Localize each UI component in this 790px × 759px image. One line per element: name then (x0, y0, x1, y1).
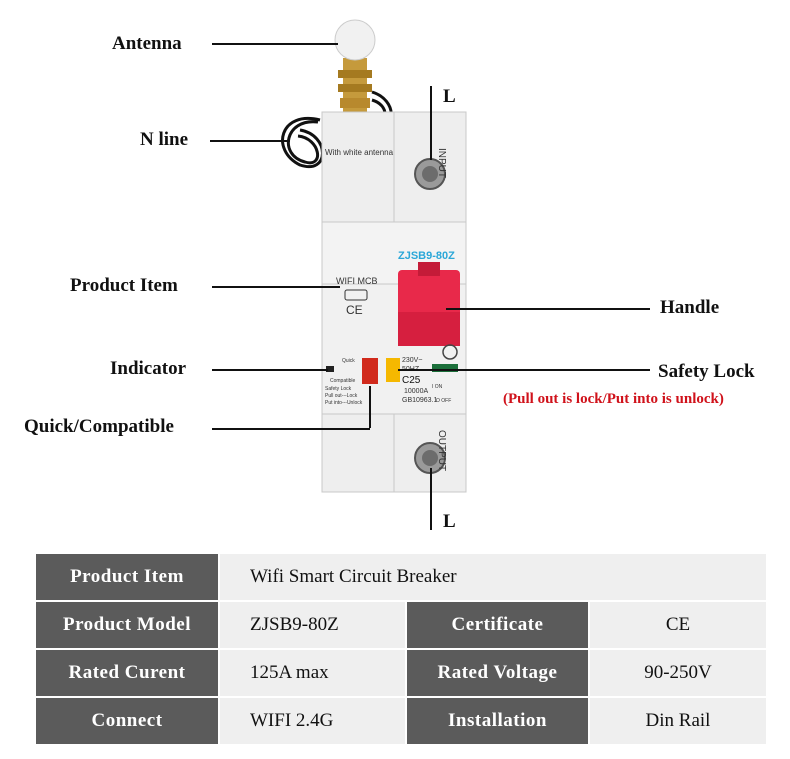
spec-label-connect: Connect (36, 698, 218, 746)
callout-indicator: Indicator (110, 358, 186, 379)
spec-label-product-model: Product Model (36, 602, 218, 650)
model-marking: ZJSB9-80Z (398, 250, 455, 262)
spec-label-product-item: Product Item (36, 554, 218, 602)
spec-value-rated-voltage: 90-250V (588, 650, 766, 698)
table-row: Product Model ZJSB9-80Z Certificate CE (36, 602, 766, 650)
off-marking: O OFF (436, 398, 452, 404)
table-row: Connect WIFI 2.4G Installation Din Rail (36, 698, 766, 746)
leader-n-line (210, 140, 290, 142)
spec-value-product-model: ZJSB9-80Z (218, 602, 405, 650)
indicator-window (326, 366, 334, 372)
breaker-body (321, 111, 467, 493)
table-row: Rated Curent 125A max Rated Voltage 90-2… (36, 650, 766, 698)
safety-lock-note: (Pull out is lock/Put into is unlock) (503, 391, 724, 407)
spec-value-product-item: Wifi Smart Circuit Breaker (218, 554, 766, 602)
callout-quick-compatible: Quick/Compatible (24, 416, 174, 437)
spec-label-certificate: Certificate (405, 602, 588, 650)
output-terminal-screw (414, 442, 446, 474)
leader-quick-compatible-vertical (369, 386, 371, 428)
spec-value-connect: WIFI 2.4G (218, 698, 405, 746)
callout-l-top: L (443, 86, 456, 107)
callout-handle: Handle (660, 297, 720, 318)
antenna (334, 19, 376, 112)
leader-handle (446, 308, 650, 310)
callout-n-line: N line (140, 129, 189, 150)
input-marking: INPUT (436, 148, 447, 178)
compatible-marking: Compatible (330, 378, 356, 384)
leader-safety-lock (398, 369, 650, 371)
leader-product-item (212, 286, 340, 288)
wifi-mcb-marking: WIFI MCB (336, 276, 378, 286)
antenna-note: With white antenna (325, 148, 394, 157)
leader-antenna (212, 43, 338, 45)
leader-quick-compatible (212, 428, 370, 430)
spec-value-certificate: CE (588, 602, 766, 650)
wifi-badge (344, 289, 368, 301)
spec-label-installation: Installation (405, 698, 588, 746)
safety-lock-marking: Safety Lock (325, 386, 352, 392)
pull-out-lock-marking: Pull out---Lock (325, 393, 358, 399)
spec-value-installation: Din Rail (588, 698, 766, 746)
spec-table: Product Item Wifi Smart Circuit Breaker … (36, 554, 766, 746)
status-window (432, 364, 458, 372)
standard-marking: GB10963.1 (402, 397, 438, 404)
table-row: Product Item Wifi Smart Circuit Breaker (36, 554, 766, 602)
safety-lock-tab[interactable] (386, 358, 400, 382)
put-into-unlock-marking: Put into---Unlock (325, 400, 363, 406)
callout-l-bottom: L (443, 511, 456, 532)
ccc-mark (442, 344, 458, 360)
breaker-handle[interactable] (398, 262, 460, 346)
quick-compatible-switch[interactable] (362, 358, 378, 384)
callout-safety-lock: Safety Lock (658, 361, 755, 382)
rating-capacity: 10000A (404, 388, 429, 395)
rating-voltage: 230V~ (402, 357, 423, 364)
leader-indicator (212, 369, 328, 371)
product-figure (281, 19, 467, 493)
spec-label-rated-current: Rated Curent (36, 650, 218, 698)
quick-marking: Quick (342, 358, 355, 364)
on-marking: I ON (432, 384, 443, 390)
spec-label-rated-voltage: Rated Voltage (405, 650, 588, 698)
ce-marking: CE (346, 303, 363, 317)
leader-l-bottom (430, 468, 432, 530)
callout-product-item: Product Item (70, 275, 178, 296)
leader-l-top (430, 86, 432, 160)
output-marking: OUTPUT (436, 430, 447, 472)
rating-current: C25 (402, 375, 421, 386)
spec-value-rated-current: 125A max (218, 650, 405, 698)
callout-antenna: Antenna (112, 33, 182, 54)
